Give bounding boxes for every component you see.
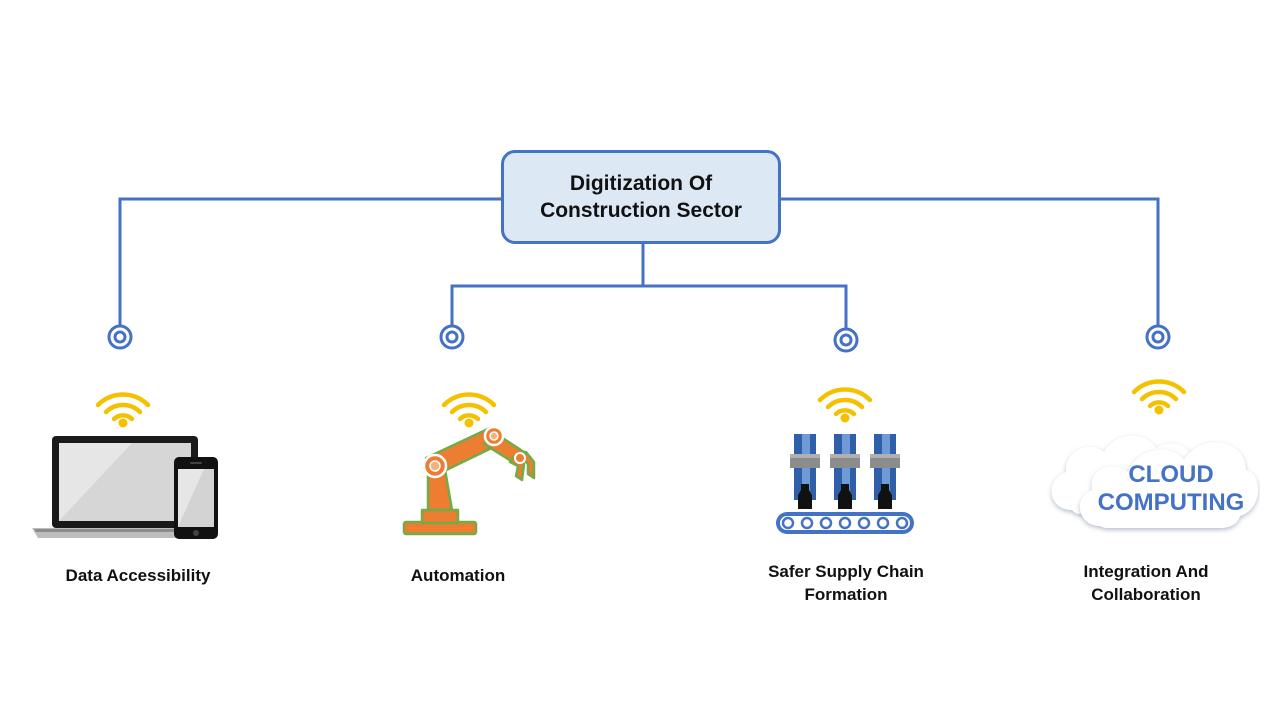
target-marker-1 (107, 324, 133, 350)
branch-label-line: Formation (804, 585, 888, 604)
cloud-label-line-2: COMPUTING (1098, 489, 1245, 516)
connector-right (781, 197, 1160, 326)
branch-label-line: Integration And (1083, 562, 1209, 581)
branch-label-line: Safer Supply Chain (768, 562, 924, 581)
connector-inner-right (643, 284, 848, 329)
cloud-label-line-1: CLOUD (1128, 461, 1213, 488)
target-marker-4 (1145, 324, 1171, 350)
branch-label-line: Collaboration (1091, 585, 1201, 604)
branch-label-data-accessibility: Data Accessibility (18, 564, 258, 587)
wifi-icon (1131, 379, 1187, 415)
branch-label-safer-supply-chain: Safer Supply Chain Formation (726, 560, 966, 606)
branch-label-line: Data Accessibility (65, 566, 211, 585)
cloud-computing-icon: CLOUD COMPUTING (1051, 435, 1259, 528)
wifi-icon (441, 392, 497, 428)
target-marker-2 (439, 324, 465, 350)
branch-label-integration-collaboration: Integration And Collaboration (1026, 560, 1266, 606)
branch-label-automation: Automation (338, 564, 578, 587)
root-node: Digitization Of Construction Sector (501, 150, 781, 244)
wifi-icon (817, 387, 873, 423)
robotic-arm-icon (402, 425, 536, 536)
target-marker-3 (833, 327, 859, 353)
wifi-icon (95, 392, 151, 428)
conveyor-bottling-icon (776, 434, 914, 534)
connector-inner-left (450, 284, 643, 326)
branch-label-line: Automation (410, 566, 506, 585)
root-title-line-1: Digitization Of (569, 172, 713, 195)
connector-left (118, 197, 501, 326)
laptop-phone-icon (32, 436, 218, 539)
root-title-line-2: Construction Sector (540, 199, 742, 222)
